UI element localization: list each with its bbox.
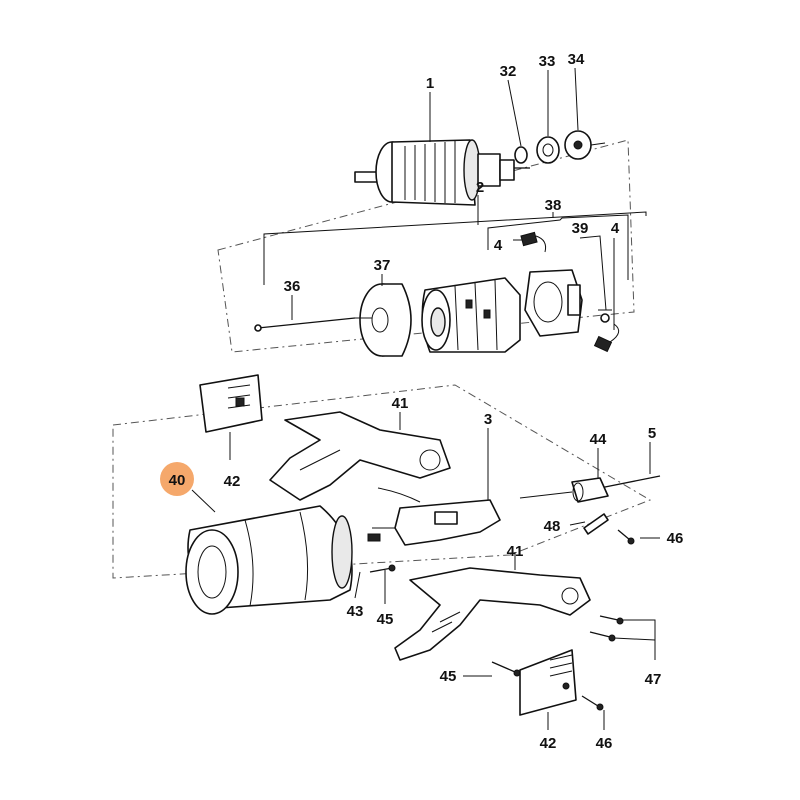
callout-33: 33	[539, 53, 556, 70]
callout-41a: 41	[392, 395, 409, 412]
brush-holder-part[interactable]	[524, 269, 583, 337]
callout-32: 32	[500, 63, 517, 80]
bearing-cap-part[interactable]	[564, 130, 606, 160]
handle-half-upper-part[interactable]	[269, 411, 451, 501]
callout-2: 2	[476, 179, 484, 196]
tie-rod-part[interactable]	[254, 317, 356, 332]
callout-46b: 46	[596, 735, 613, 752]
handle-half-lower-part[interactable]	[394, 567, 591, 661]
callout-47: 47	[645, 671, 662, 688]
callout-1: 1	[426, 75, 434, 92]
carbon-brush-part[interactable]	[520, 231, 620, 353]
screw-part[interactable]	[617, 529, 635, 545]
callout-42b: 42	[540, 735, 557, 752]
switch-assembly-part[interactable]	[367, 487, 501, 546]
callout-38: 38	[545, 197, 562, 214]
highlight-marker	[160, 462, 194, 496]
screw-part[interactable]	[491, 661, 521, 677]
callout-45b: 45	[440, 668, 457, 685]
callout-36: 36	[284, 278, 301, 295]
callout-labels: 1 2 3 4 4 5 32 33 34 36 37 38 39 40 41 4…	[169, 51, 684, 752]
cable-sleeve-part[interactable]	[571, 477, 609, 503]
cover-plate-part[interactable]	[199, 374, 263, 433]
washer-part[interactable]	[514, 146, 528, 164]
callout-44: 44	[590, 431, 607, 448]
armature-part[interactable]	[354, 139, 530, 206]
callout-34: 34	[568, 51, 585, 68]
screw-part[interactable]	[589, 631, 616, 642]
callout-42a: 42	[224, 473, 241, 490]
bearing-part[interactable]	[536, 136, 560, 164]
power-cable-part[interactable]	[519, 475, 661, 499]
motor-housing-part[interactable]	[185, 505, 353, 615]
assembly-frames	[112, 139, 652, 579]
callout-43: 43	[347, 603, 364, 620]
callout-39: 39	[572, 220, 589, 237]
callout-4b: 4	[611, 220, 620, 237]
screw-part[interactable]	[369, 564, 396, 573]
leader-lines	[191, 67, 660, 730]
callout-41b: 41	[507, 543, 524, 560]
callout-48: 48	[544, 518, 561, 535]
callout-4a: 4	[494, 237, 503, 254]
cover-plate-part[interactable]	[519, 649, 577, 716]
cable-clamp-part[interactable]	[583, 513, 609, 535]
callout-5: 5	[648, 425, 656, 442]
callout-40: 40	[169, 472, 186, 489]
callout-45a: 45	[377, 611, 394, 628]
callout-3: 3	[484, 411, 492, 428]
brush-spring-part[interactable]	[598, 309, 612, 323]
screw-part[interactable]	[599, 615, 624, 625]
field-stator-part[interactable]	[421, 277, 521, 353]
screw-part[interactable]	[581, 695, 604, 711]
callout-46a: 46	[667, 530, 684, 547]
fan-baffle-part[interactable]	[355, 283, 412, 357]
callout-37: 37	[374, 257, 391, 274]
